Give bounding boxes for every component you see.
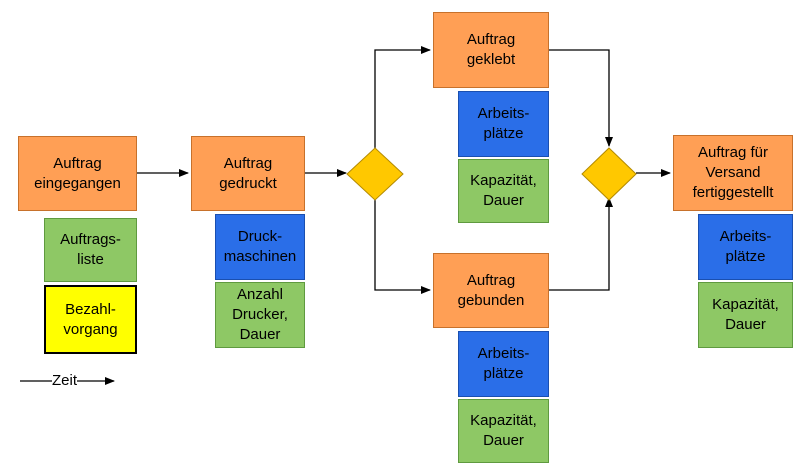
- edge-gebunden-join: [549, 197, 613, 291]
- event-auftrag-gebunden: Auftrag gebunden: [433, 253, 549, 328]
- edge-geklebt-join: [549, 49, 613, 147]
- edge-split-geklebt: [374, 46, 431, 148]
- data-anzahl-drucker-dauer: Anzahl Drucker, Dauer: [215, 282, 305, 348]
- data-kapazitaet-versand: Kapazität, Dauer: [698, 282, 793, 348]
- event-auftrag-versand-fertiggestellt: Auftrag für Versand fertiggestellt: [673, 135, 793, 211]
- resource-arbeitsplaetze-versand: Arbeits- plätze: [698, 214, 793, 280]
- data-kapazitaet-gebunden: Kapazität, Dauer: [458, 399, 549, 463]
- event-auftrag-geklebt: Auftrag geklebt: [433, 12, 549, 88]
- resource-arbeitsplaetze-gebunden: Arbeits- plätze: [458, 331, 549, 397]
- join-connector: [581, 147, 637, 201]
- edge-split-gebunden: [374, 200, 431, 294]
- resource-druckmaschinen: Druck- maschinen: [215, 214, 305, 280]
- event-auftrag-eingegangen: Auftrag eingegangen: [18, 136, 137, 211]
- resource-arbeitsplaetze-geklebt: Arbeits- plätze: [458, 91, 549, 157]
- data-kapazitaet-geklebt: Kapazität, Dauer: [458, 159, 549, 223]
- split-connector: [346, 147, 404, 201]
- event-auftrag-gedruckt: Auftrag gedruckt: [191, 136, 305, 211]
- data-auftragsliste: Auftrags- liste: [44, 218, 137, 282]
- time-legend-label: Zeit: [52, 371, 78, 391]
- info-bezahlvorgang: Bezahl- vorgang: [44, 285, 137, 354]
